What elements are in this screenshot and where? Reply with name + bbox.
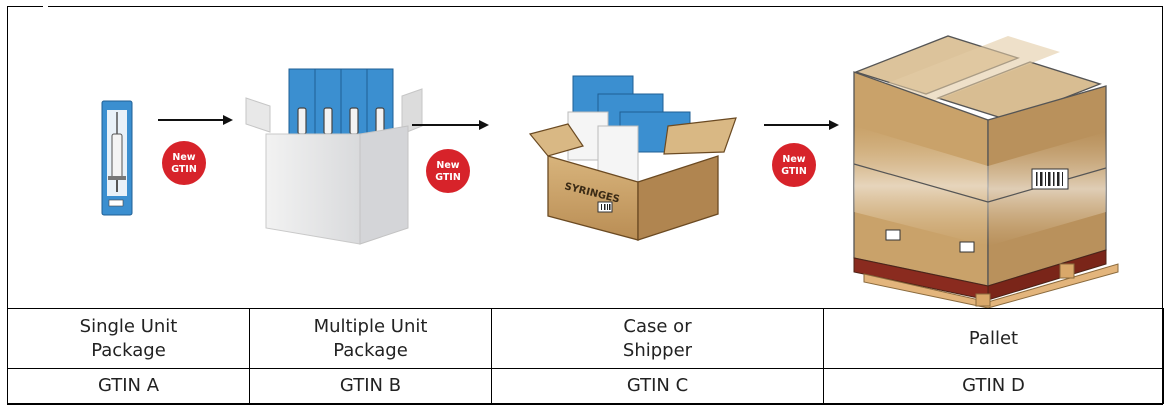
svg-text:GTIN: GTIN [781, 166, 807, 177]
pallet-image [853, 35, 1119, 308]
arrow-3-icon [764, 120, 839, 130]
arrow-1-icon [158, 115, 233, 125]
package-names-row: Single Unit Package Multiple Unit Packag… [7, 308, 1164, 369]
single-unit-package-image [101, 100, 133, 216]
svg-text:New: New [172, 152, 195, 163]
gtin-table: Single Unit Package Multiple Unit Packag… [7, 308, 1164, 404]
package-name-cell: Pallet [823, 308, 1164, 369]
new-gtin-badge-3: New GTIN [772, 143, 816, 187]
package-name: Multiple Unit Package [313, 315, 428, 361]
package-name-cell: Single Unit Package [7, 308, 250, 369]
svg-text:New: New [436, 160, 459, 171]
multiple-unit-package-image [245, 68, 423, 245]
svg-text:GTIN: GTIN [435, 172, 461, 183]
gtin-cell: GTIN A [7, 368, 250, 404]
svg-text:GTIN: GTIN [171, 164, 197, 175]
arrow-2-icon [412, 120, 489, 130]
new-gtin-badge-1: New GTIN [162, 141, 206, 185]
package-name-cell: Multiple Unit Package [249, 308, 492, 369]
package-name: Single Unit Package [79, 315, 178, 361]
package-name: Pallet [968, 327, 1019, 349]
svg-text:New: New [782, 154, 805, 165]
package-name: Case or Shipper [622, 315, 693, 361]
gtin-cell: GTIN B [249, 368, 492, 404]
gtin-cell: GTIN C [491, 368, 824, 404]
new-gtin-badge-2: New GTIN [426, 149, 470, 193]
package-name-cell: Case or Shipper [491, 308, 824, 369]
frame-top-edge-left [7, 6, 43, 7]
case-shipper-image: SYRINGES [528, 75, 737, 241]
frame-top-edge [48, 6, 1163, 7]
gtin-cell: GTIN D [823, 368, 1164, 404]
gtin-row: GTIN A GTIN B GTIN C GTIN D [7, 368, 1164, 404]
packaging-hierarchy-figure: New GTIN [7, 6, 1164, 405]
illustration-area: New GTIN [8, 6, 1162, 308]
